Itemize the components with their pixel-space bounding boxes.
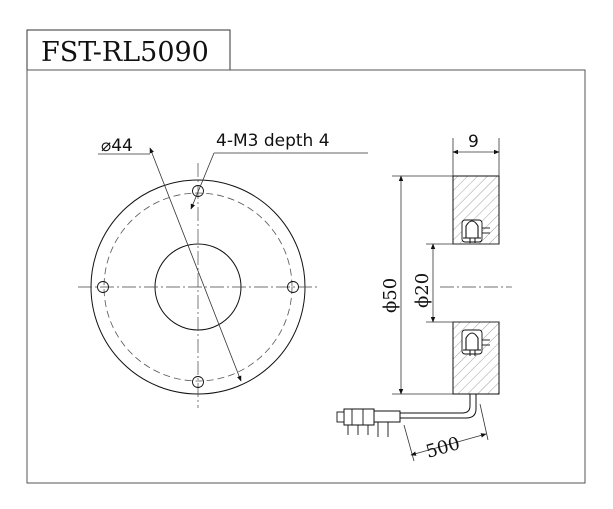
mounting-hole-left <box>97 281 109 293</box>
hole-note-label: 4-M3 depth 4 <box>216 131 330 151</box>
mounting-hole-right <box>287 281 299 293</box>
cable-length-label: 500 <box>424 433 463 463</box>
connector-icon <box>336 408 401 437</box>
led-upper-icon <box>461 219 490 243</box>
front-view: ⌀44 4-M3 depth 4 <box>78 131 368 408</box>
cable <box>400 394 477 419</box>
inner-dia-dim-label: ϕ20 <box>412 273 433 308</box>
dia44-label: ⌀44 <box>101 136 133 156</box>
led-lower-icon <box>461 329 490 356</box>
model-title: FST-RL5090 <box>41 37 209 68</box>
drawing-frame <box>26 69 586 484</box>
title-block: FST-RL5090 <box>26 29 231 71</box>
dia44-leader <box>149 147 242 382</box>
hole-note-leader <box>190 152 215 210</box>
cable-length-dim-line <box>410 433 487 456</box>
outer-dia-dim-label: ϕ50 <box>380 278 401 313</box>
width-dim-label: 9 <box>468 132 479 152</box>
side-view: 9 ϕ50 ϕ20 500 <box>336 132 512 463</box>
